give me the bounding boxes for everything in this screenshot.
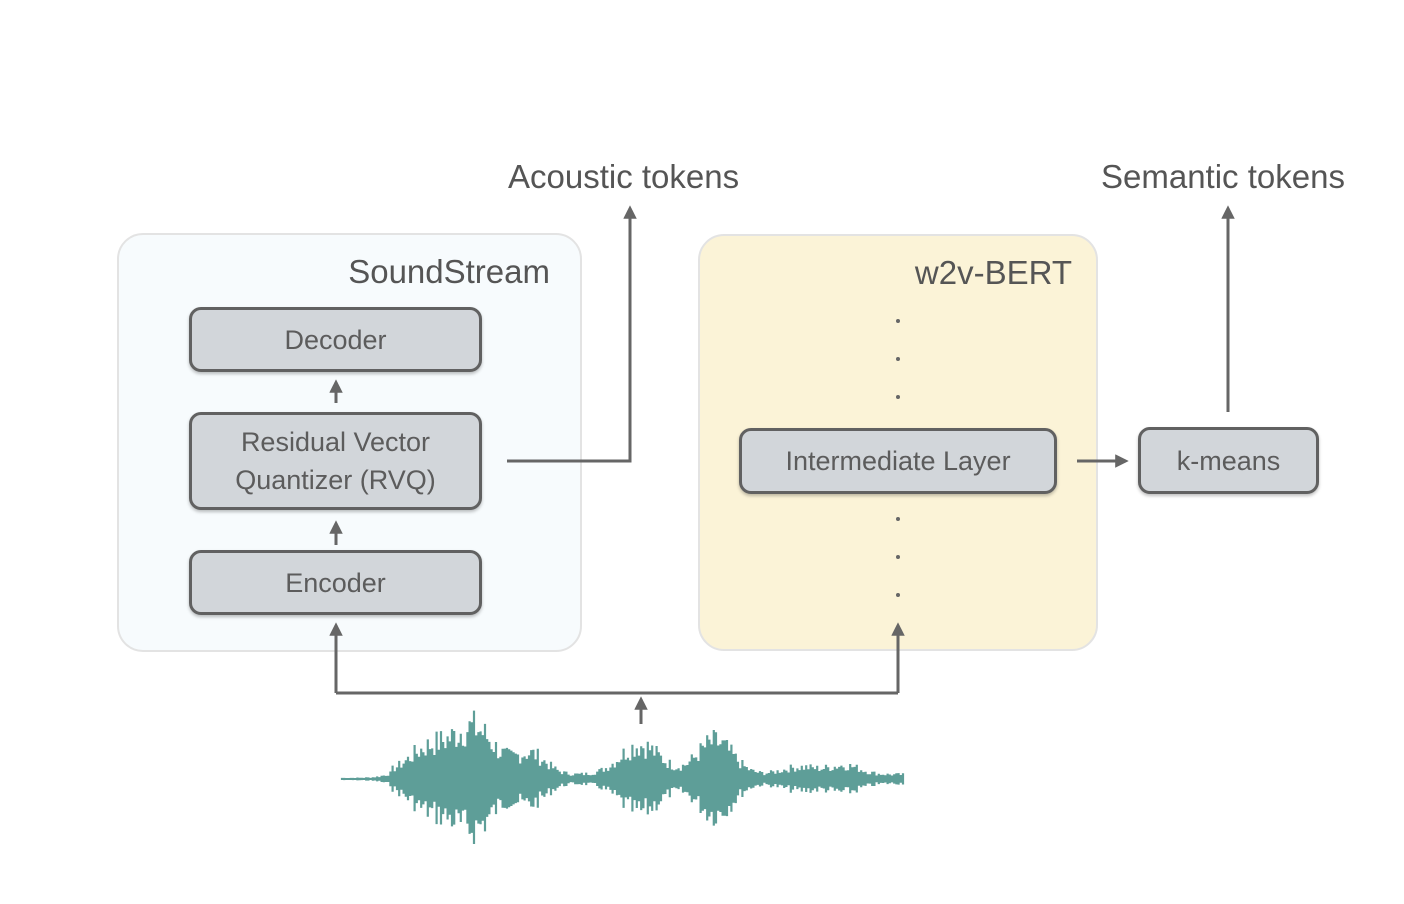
rvq-label-line1: Residual Vector <box>240 427 431 457</box>
acoustic-tokens-label: Acoustic tokens <box>508 158 740 195</box>
kmeans-label: k-means <box>1176 445 1281 476</box>
audio-waveform <box>340 710 905 844</box>
arrow-rvq-to-acoustic-tokens <box>507 205 637 463</box>
layer-ellipsis-dot <box>896 517 900 521</box>
semantic-tokens-label: Semantic tokens <box>1101 158 1345 195</box>
soundstream-title: SoundStream <box>348 253 550 290</box>
layer-ellipsis-dot <box>896 319 900 323</box>
intermediate-layer-box: Intermediate Layer <box>739 428 1057 494</box>
decoder-box: Decoder <box>189 307 482 372</box>
encoder-box: Encoder <box>189 550 482 615</box>
rvq-label-line2: Quantizer (RVQ) <box>235 465 436 495</box>
layer-ellipsis-dot <box>896 593 900 597</box>
layer-ellipsis-dot <box>896 357 900 361</box>
rvq-box: Residual Vector Quantizer (RVQ) <box>189 412 482 510</box>
w2v-bert-title: w2v-BERT <box>914 254 1072 291</box>
kmeans-box: k-means <box>1138 427 1319 494</box>
encoder-label: Encoder <box>285 567 386 598</box>
layer-ellipsis-dot <box>896 555 900 559</box>
decoder-label: Decoder <box>284 324 387 355</box>
layer-ellipsis-dot <box>896 395 900 399</box>
waveform-strokes <box>340 710 905 844</box>
intermediate-layer-label: Intermediate Layer <box>785 446 1011 476</box>
